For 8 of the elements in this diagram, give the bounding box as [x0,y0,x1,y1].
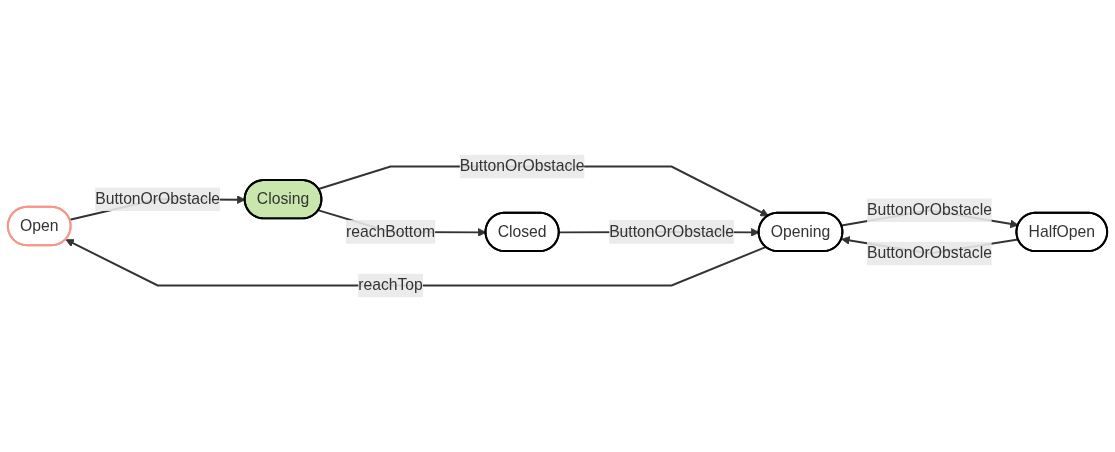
edge-label: ButtonOrObstacle [866,244,992,262]
edge-label: ButtonOrObstacle [459,157,585,175]
arrow [65,239,767,287]
edge-label: ButtonOrObstacle [609,223,735,240]
edge-label: ButtonOrObstacle [95,190,221,208]
edge-label: reachTop [358,276,423,294]
edge-label: reachBottom [345,223,436,240]
edge-label: ButtonOrObstacle [866,201,992,219]
